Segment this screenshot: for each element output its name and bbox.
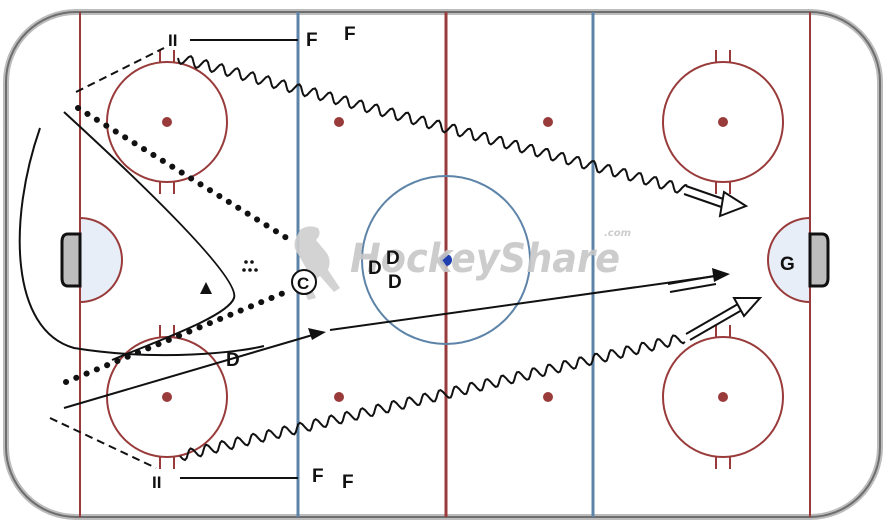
right-goal-net xyxy=(808,232,830,288)
neutral-dot xyxy=(334,117,344,127)
defense-3: D xyxy=(388,272,402,293)
pass-line-lower xyxy=(63,333,317,409)
dotted-pass-top xyxy=(75,105,293,243)
rink-boards xyxy=(5,11,881,518)
dashed-line-bottom xyxy=(49,417,157,469)
defense-2: D xyxy=(386,248,400,269)
coach-marker: C xyxy=(291,269,317,295)
forward-top-1: F xyxy=(306,30,318,51)
skate-arrow-center xyxy=(667,275,717,293)
center-faceoff-dot xyxy=(440,254,452,266)
skate-arrow-bottom xyxy=(685,297,763,341)
left-goal-net xyxy=(60,232,82,288)
cone-marker xyxy=(200,282,212,294)
goalie-marker: G xyxy=(780,254,795,275)
left-goal-crease xyxy=(79,216,123,304)
skating-route-top xyxy=(177,55,688,194)
neutral-dot xyxy=(334,392,344,402)
faceoff-circle-left-top xyxy=(106,50,228,194)
skate-arrow-top xyxy=(683,185,749,218)
center-faceoff-circle xyxy=(361,175,531,345)
skate-route-curve xyxy=(18,127,265,357)
defense-4: D xyxy=(226,350,240,371)
neutral-dot xyxy=(543,117,553,127)
forward-bottom-2: F xyxy=(342,472,354,493)
forward-bottom-1: F xyxy=(312,466,324,487)
faceoff-circle-right-top xyxy=(662,50,784,194)
coach-label: C xyxy=(297,274,309,293)
neutral-dot xyxy=(543,392,553,402)
dotted-pass-bottom xyxy=(63,289,289,385)
faceoff-circle-right-bottom xyxy=(662,325,784,469)
pylon-top: II xyxy=(168,31,177,50)
skate-route-hairpin xyxy=(63,111,236,361)
right-goal-crease xyxy=(767,216,811,304)
skating-route-bottom xyxy=(179,334,686,462)
forward-top-2: F xyxy=(344,24,356,45)
watermark-brand: HockeyShare xyxy=(350,236,620,282)
defense-1: D xyxy=(368,258,382,279)
pass-line-center xyxy=(329,275,717,331)
dashed-line-top xyxy=(75,47,165,93)
puck-pile xyxy=(242,260,258,272)
goalie-label: G xyxy=(780,254,795,275)
watermark-suffix: .com xyxy=(604,228,631,239)
pass-arrowhead-center xyxy=(712,268,730,282)
pass-arrowhead-lower xyxy=(308,328,326,340)
pylon-bottom: II xyxy=(152,473,161,492)
